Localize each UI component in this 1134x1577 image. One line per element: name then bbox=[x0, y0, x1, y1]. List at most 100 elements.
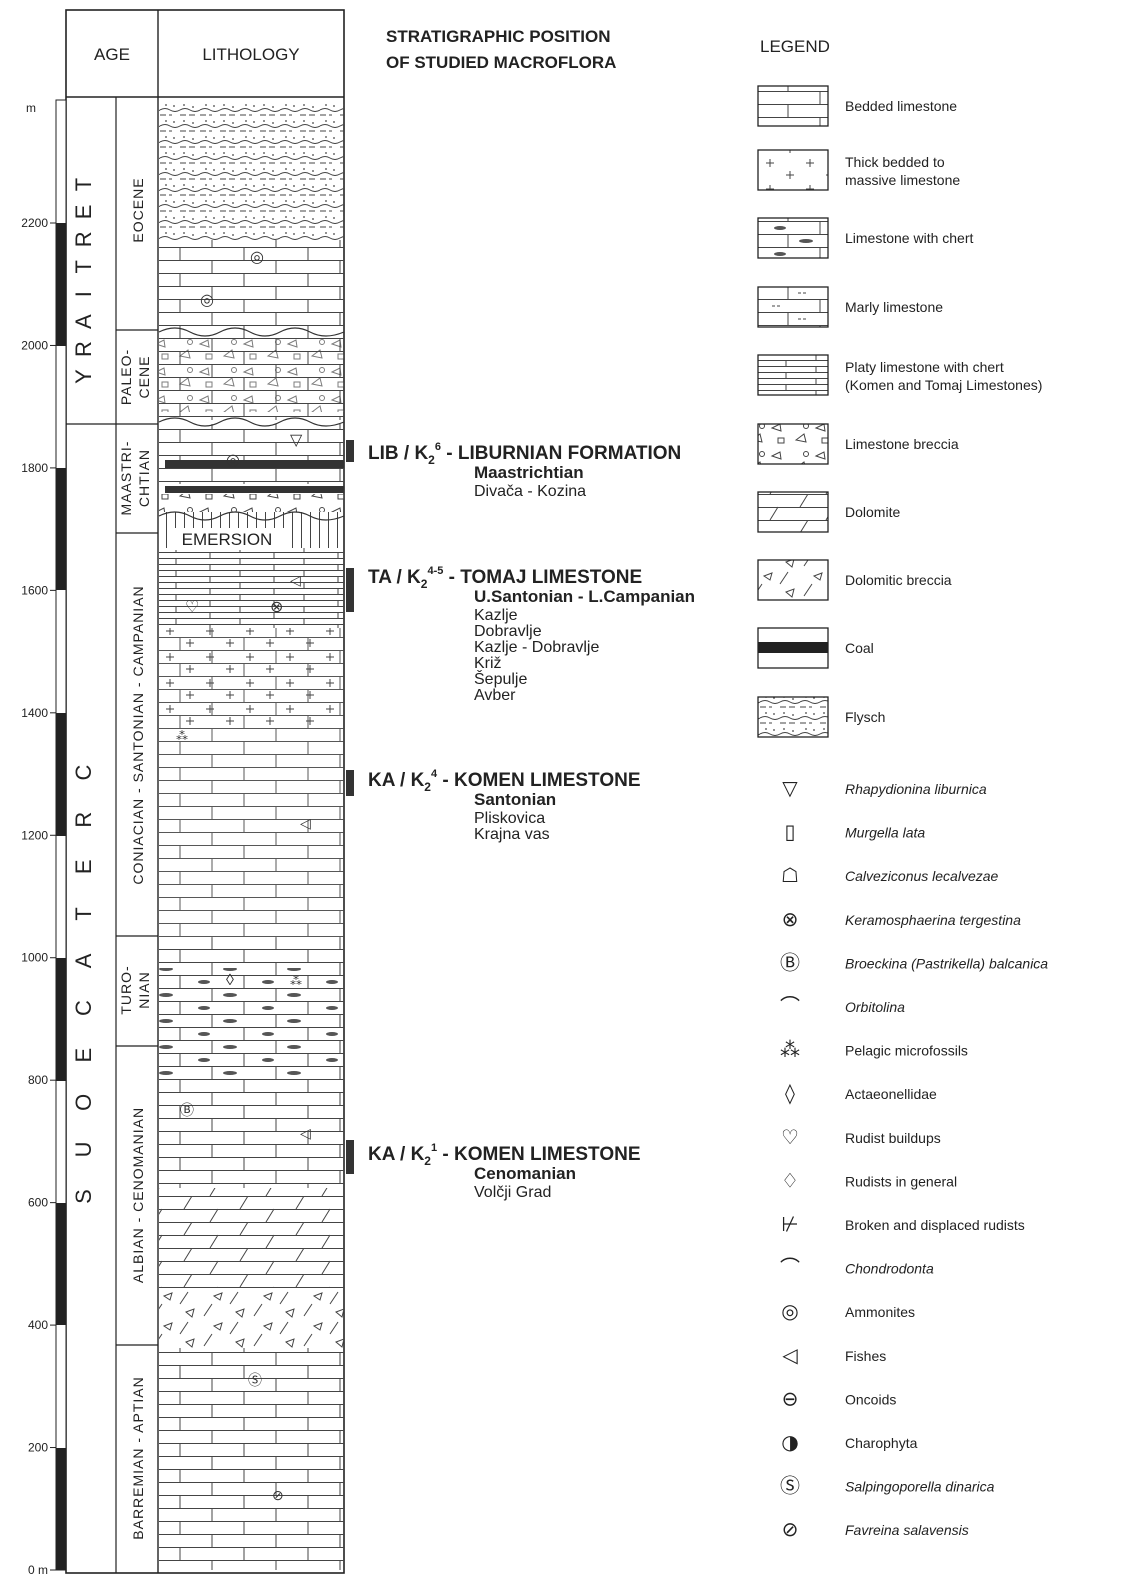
rudist-buildups-icon: ♡ bbox=[185, 599, 199, 616]
legend-fossil-item: ◎Ammonites bbox=[781, 1299, 915, 1323]
legend-fossil-item: ⁂Pelagic microfossils bbox=[780, 1038, 968, 1062]
legend-lithology-item: Dolomite bbox=[758, 492, 900, 532]
stage-coniacian-santonian-campanian: CONIACIAN - SANTONIAN - CAMPANIAN bbox=[130, 585, 146, 884]
period-letter: I bbox=[71, 282, 96, 297]
legend-fossil-item: ◊Actaeonellidae bbox=[785, 1081, 937, 1105]
fish-icon: ◁ bbox=[290, 572, 301, 588]
legend-fossil-label: Rhapydionina liburnica bbox=[845, 781, 987, 797]
period-letter: A bbox=[71, 945, 96, 969]
legend-lithology-item: Platy limestone with chert(Komen and Tom… bbox=[758, 355, 1042, 395]
lithology-dolomitic-breccia bbox=[159, 1288, 344, 1348]
legend-fossil-item: ⌒Orbitolina bbox=[780, 994, 905, 1018]
legend-fossil-item: ▯Murgella lata bbox=[784, 820, 925, 844]
legend-fossil-item: ◑ Charophyta bbox=[781, 1430, 917, 1454]
stage-eocene: EOCENE bbox=[130, 177, 146, 242]
formation-locality: Krajna vas bbox=[474, 826, 550, 843]
legend-fossil-label: Favreina salavensis bbox=[845, 1522, 969, 1538]
swatch-limestone bbox=[758, 86, 828, 126]
formation-marker-ka4 bbox=[346, 770, 354, 796]
period-letter: U bbox=[71, 1132, 96, 1157]
scale-band-dark bbox=[56, 958, 66, 1081]
legend-lithology-item: Bedded limestone bbox=[758, 86, 957, 126]
scale-tick-label: 1200 bbox=[21, 828, 48, 842]
lithology-bedded-limestone bbox=[159, 1078, 344, 1188]
formation-locality: Križ bbox=[474, 655, 502, 672]
formation-marker-lib bbox=[346, 440, 354, 462]
formation-subscript: 2 bbox=[424, 1154, 431, 1168]
scale-band-dark bbox=[56, 223, 66, 346]
legend-lithology-item: Marly limestone bbox=[758, 287, 943, 327]
legend-fossil-item: ▽Rhapydionina liburnica bbox=[782, 776, 987, 800]
formation-subscript: 2 bbox=[424, 780, 431, 794]
formation-locality: Avber bbox=[474, 687, 516, 704]
formation-subscript: 2 bbox=[428, 453, 435, 467]
legend-label: Flysch bbox=[845, 709, 885, 725]
legend-lithology-item: Limestone breccia bbox=[758, 424, 959, 464]
legend-fossil-label: Rudist buildups bbox=[845, 1130, 941, 1146]
lithology-limestone-with-chert bbox=[159, 968, 344, 1078]
scale-tick-label: 2000 bbox=[21, 338, 48, 352]
legend-fossil-label: Calveziconus lecalvezae bbox=[845, 868, 999, 884]
calveziconus-icon: ☖ bbox=[781, 863, 799, 887]
lithology-coal bbox=[165, 486, 344, 493]
stage-turonian-line1: TURO- bbox=[118, 965, 134, 1014]
period-letter: T bbox=[71, 898, 96, 920]
legend-lithology-item: Thick bedded to massive limestone bbox=[758, 150, 960, 190]
formation-stage: Maastrichtian bbox=[474, 463, 584, 482]
legend-label: Marly limestone bbox=[845, 299, 943, 315]
swatch-chert bbox=[758, 218, 828, 258]
swatch-flysch bbox=[758, 697, 828, 737]
scale-tick-label: 200 bbox=[28, 1441, 48, 1455]
formation-locality: Divača - Kozina bbox=[474, 483, 586, 500]
legend-fossil-label: Chondrodonta bbox=[845, 1261, 934, 1277]
salpingoporella-icon: Ⓢ bbox=[248, 1372, 262, 1388]
legend-fossil-label: Broken and displaced rudists bbox=[845, 1217, 1025, 1233]
stage-barremian-aptian: BARREMIAN - APTIAN bbox=[130, 1376, 146, 1539]
scale-band-dark bbox=[56, 1448, 66, 1570]
legend-fossils: ▽Rhapydionina liburnica ▯Murgella lata ☖ Ca… bbox=[780, 776, 1048, 1541]
period-letter: E bbox=[71, 1039, 96, 1063]
ammonite-icon: ◎ bbox=[781, 1299, 798, 1323]
scale-band-dark bbox=[56, 468, 66, 590]
stage-maastrichtian-line1: MAASTRI- bbox=[118, 441, 134, 516]
formation-name: - KOMEN LIMESTONE bbox=[437, 1144, 640, 1165]
scale-tick-label: 1600 bbox=[21, 583, 48, 597]
pelagic-microfossils-icon: ⁂ bbox=[176, 729, 188, 743]
rudist-icon: ♢ bbox=[781, 1168, 799, 1192]
legend-fossil-item: ⊗Keramosphaerina tergestina bbox=[782, 907, 1021, 931]
scale-band-dark bbox=[56, 713, 66, 836]
stage-paleocene-line1: PALEO- bbox=[118, 349, 134, 405]
legend-label-line2: massive limestone bbox=[845, 172, 960, 188]
scale-tick-label: 1400 bbox=[21, 706, 48, 720]
charophyta-icon: ◑ bbox=[781, 1430, 798, 1454]
stage-albian-cenomanian: ALBIAN - CENOMANIAN bbox=[130, 1107, 146, 1283]
ammonite-icon: ◎ bbox=[200, 292, 214, 309]
lithology-breccia-paleocene bbox=[159, 332, 344, 412]
period-letter: R bbox=[71, 332, 96, 357]
murgella-icon: ▯ bbox=[784, 820, 795, 844]
formation-locality: Kazlje - Dobravlje bbox=[474, 639, 599, 656]
actaeonellidae-icon: ◊ bbox=[785, 1081, 795, 1105]
stage-turonian-line2: NIAN bbox=[136, 971, 152, 1008]
legend-lithology-item: Limestone with chert bbox=[758, 218, 974, 258]
period-letter: O bbox=[71, 1085, 96, 1111]
formation-marker-ka1 bbox=[346, 1140, 354, 1174]
period-letter: T bbox=[71, 251, 96, 273]
scale-tick-label: 800 bbox=[28, 1073, 48, 1087]
legend-fossil-item: ⊖Oncoids bbox=[782, 1386, 897, 1410]
legend-label-line2: (Komen and Tomaj Limestones) bbox=[845, 377, 1042, 393]
legend-fossil-label: Pelagic microfossils bbox=[845, 1043, 968, 1059]
period-letter: E bbox=[71, 196, 96, 220]
formation-name: - TOMAJ LIMESTONE bbox=[443, 567, 642, 588]
legend-label: Thick bedded to bbox=[845, 154, 945, 170]
legend-fossil-label: Charophyta bbox=[845, 1435, 918, 1451]
lithology-dolomite bbox=[159, 1188, 344, 1288]
formation-name: - KOMEN LIMESTONE bbox=[437, 770, 640, 791]
legend-lithology-item: Dolomitic breccia bbox=[758, 560, 952, 600]
chondrodonta-icon: ⌒ bbox=[780, 1256, 800, 1280]
scale-tick-label: 2200 bbox=[21, 216, 48, 230]
broeckina-icon: Ⓑ bbox=[180, 1102, 194, 1118]
formation-stage: U.Santonian - L.Campanian bbox=[474, 587, 695, 606]
